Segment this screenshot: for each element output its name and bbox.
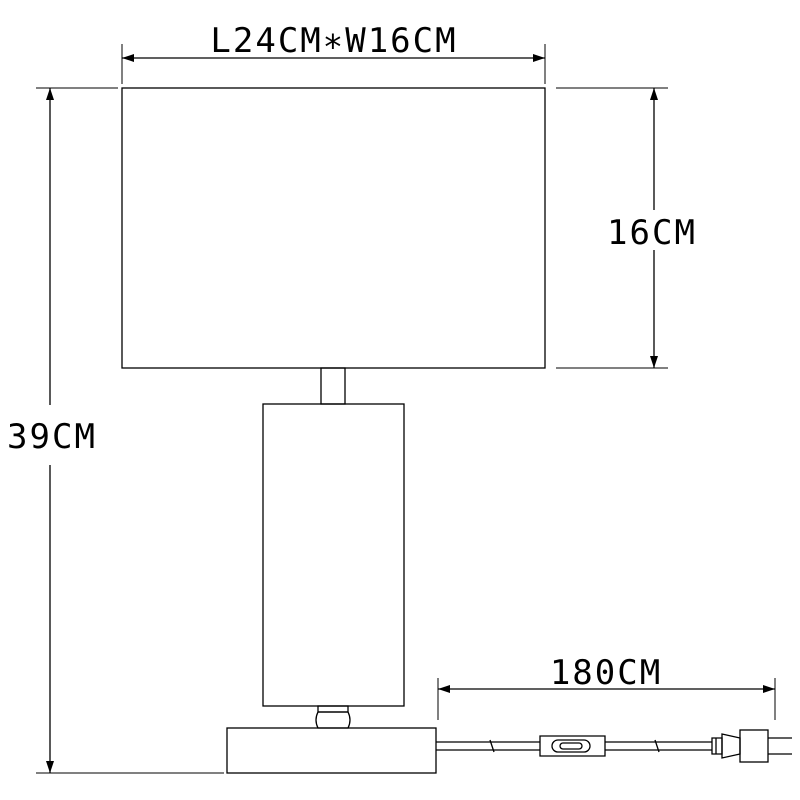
label-cord-length: 180CM: [550, 653, 662, 693]
power-plug: [711, 729, 792, 763]
lamp-neck: [315, 705, 351, 729]
lamp-base: [226, 727, 437, 774]
extension-lines: [36, 44, 776, 774]
cord-switch: [539, 735, 606, 757]
lamp-stem: [320, 367, 346, 405]
lamp-body: [262, 403, 405, 707]
lamp-body-inner: [262, 403, 405, 707]
label-shade-size: L24CM∗W16CM: [210, 21, 457, 61]
power-cord: [436, 739, 712, 753]
lamp-shade: [121, 87, 546, 369]
label-total-height: 39CM: [7, 417, 97, 457]
label-shade-height: 16CM: [607, 213, 697, 253]
